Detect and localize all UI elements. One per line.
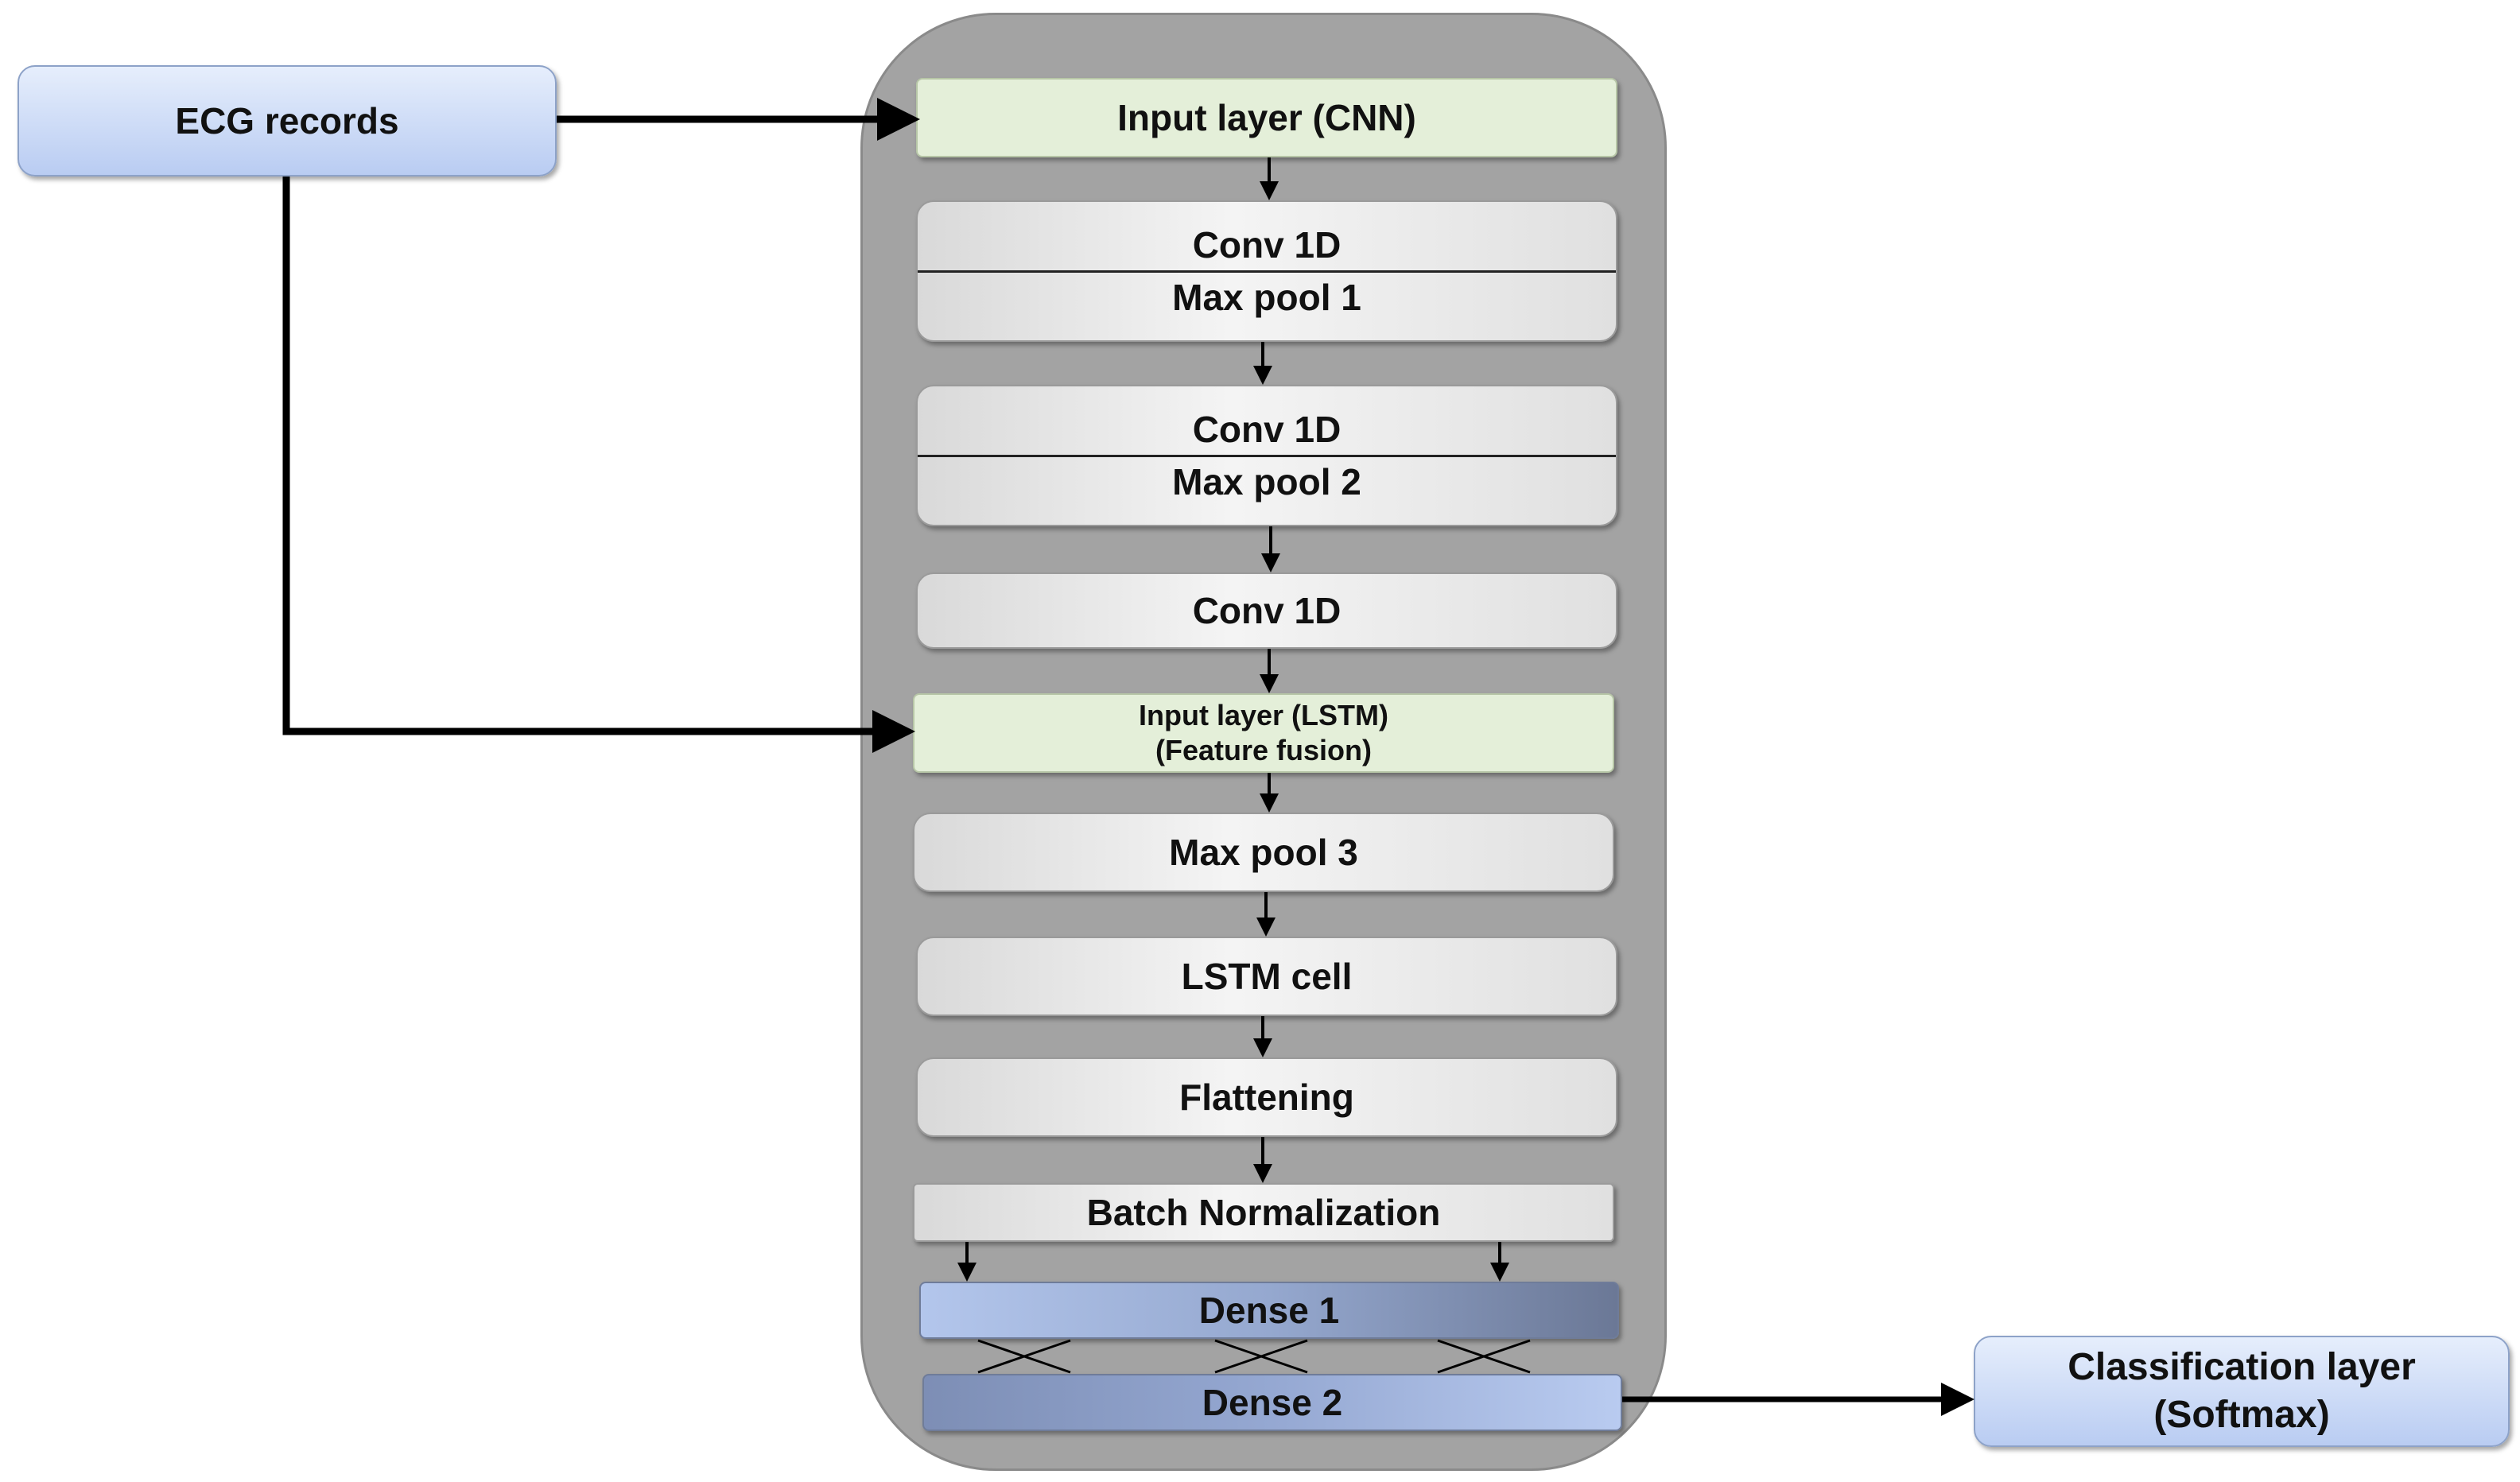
conv-maxpool-2-box: Conv 1D Max pool 2	[916, 385, 1617, 526]
arrow-ecg-to-lstm	[282, 177, 915, 753]
lstm-cell-box: LSTM cell	[916, 937, 1617, 1016]
conv-maxpool-1-box: Conv 1D Max pool 1	[916, 200, 1617, 342]
maxpool-2-section: Max pool 2	[918, 457, 1616, 526]
feature-fusion-label: (Feature fusion)	[1155, 734, 1372, 766]
dense-cross-connections	[977, 1339, 1531, 1374]
maxpool-1-section: Max pool 1	[918, 273, 1616, 341]
dense-2-box: Dense 2	[922, 1374, 1622, 1431]
classification-layer-box: Classification layer (Softmax)	[1974, 1336, 2510, 1447]
softmax-label: (Softmax)	[2153, 1394, 2330, 1436]
dense-1-box: Dense 1	[919, 1282, 1619, 1339]
ecg-records-box: ECG records	[17, 65, 557, 177]
conv1d-2-label: Conv 1D	[1192, 408, 1342, 450]
input-layer-cnn-label: Input layer (CNN)	[1117, 97, 1416, 138]
flattening-box: Flattening	[916, 1057, 1617, 1137]
conv1d-3-box: Conv 1D	[916, 572, 1617, 649]
batch-normalization-box: Batch Normalization	[913, 1183, 1614, 1242]
input-layer-lstm-label: Input layer (LSTM)	[1139, 699, 1388, 731]
conv1d-1-label: Conv 1D	[1192, 223, 1342, 266]
dense-2-label: Dense 2	[1202, 1382, 1343, 1423]
conv1d-1-section: Conv 1D	[918, 202, 1616, 273]
maxpool-1-label: Max pool 1	[1172, 277, 1361, 319]
classification-layer-label: Classification layer	[2068, 1346, 2416, 1388]
conv1d-2-section: Conv 1D	[918, 386, 1616, 457]
dense-1-label: Dense 1	[1198, 1290, 1340, 1331]
batch-normalization-label: Batch Normalization	[1086, 1192, 1441, 1233]
input-layer-cnn-box: Input layer (CNN)	[916, 78, 1617, 157]
maxpool-3-label: Max pool 3	[1169, 832, 1358, 873]
ecg-records-label: ECG records	[175, 100, 399, 142]
conv1d-3-label: Conv 1D	[1192, 590, 1342, 631]
input-layer-lstm-box: Input layer (LSTM) (Feature fusion)	[913, 693, 1614, 773]
flattening-label: Flattening	[1179, 1077, 1354, 1118]
lstm-cell-label: LSTM cell	[1181, 956, 1353, 997]
maxpool-2-label: Max pool 2	[1172, 461, 1361, 503]
maxpool-3-box: Max pool 3	[913, 813, 1614, 892]
